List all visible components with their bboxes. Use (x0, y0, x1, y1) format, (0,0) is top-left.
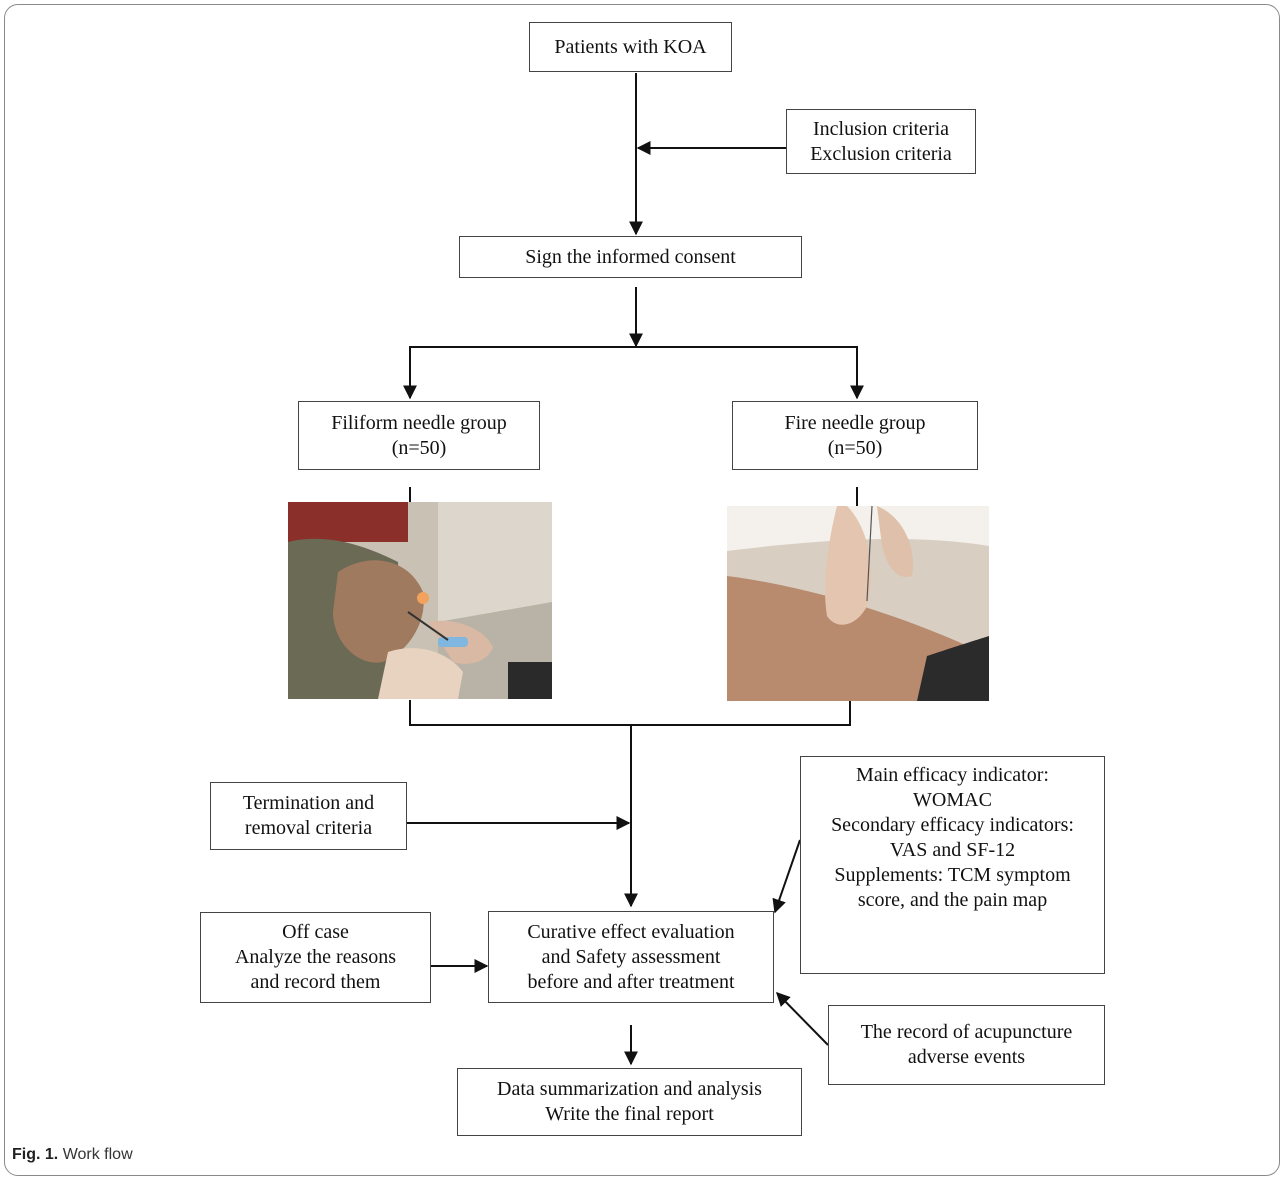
figure-caption-label: Fig. 1. (12, 1146, 59, 1163)
node-indicators: Main efficacy indicator: WOMAC Secondary… (800, 756, 1105, 974)
node-adverse-line2: adverse events (907, 1046, 1026, 1068)
node-evaluation-line1: Curative effect evaluation (527, 920, 735, 943)
filiform-needle-photo (288, 502, 552, 699)
node-criteria-line1: Inclusion criteria (812, 117, 950, 140)
node-patients-line1: Patients with KOA (554, 35, 707, 58)
node-adverse-line1: The record of acupuncture (860, 1021, 1073, 1043)
node-indicators-line1: Main efficacy indicator: (856, 764, 1049, 786)
arrow-adverse-to-evaluation (776, 992, 829, 1046)
node-filiform-line2: (n=50) (391, 436, 447, 459)
node-fire-line2: (n=50) (827, 436, 883, 459)
node-evaluation: Curative effect evaluation and Safety as… (488, 911, 774, 1003)
node-offcase-line2: Analyze the reasons (234, 946, 397, 968)
figure-caption-text: Work flow (62, 1146, 133, 1163)
node-indicators-line3: Secondary efficacy indicators: (831, 814, 1074, 836)
node-evaluation-line2: and Safety assessment (541, 945, 721, 968)
figure-caption: Fig. 1. Work flow (12, 1146, 133, 1164)
node-termination: Termination and removal criteria (210, 782, 407, 850)
node-indicators-line4: VAS and SF-12 (889, 839, 1016, 861)
node-offcase: Off case Analyze the reasons and record … (200, 912, 431, 1003)
node-adverse: The record of acupuncture adverse events (828, 1005, 1105, 1085)
node-criteria: Inclusion criteria Exclusion criteria (786, 109, 976, 174)
node-filiform: Filiform needle group (n=50) (298, 401, 540, 470)
node-consent-line1: Sign the informed consent (525, 245, 736, 268)
node-offcase-line1: Off case (282, 921, 349, 943)
node-filiform-line1: Filiform needle group (331, 411, 507, 434)
node-indicators-line2: WOMAC (913, 789, 992, 811)
merge-line (409, 700, 851, 726)
node-consent: Sign the informed consent (459, 236, 802, 278)
node-summary: Data summarization and analysis Write th… (457, 1068, 802, 1136)
arrow-indicators-to-evaluation (772, 839, 801, 914)
fire-needle-photo (727, 506, 989, 701)
node-indicators-line5: Supplements: TCM symptom (834, 864, 1071, 886)
node-patients: Patients with KOA (529, 22, 732, 72)
node-evaluation-line3: before and after treatment (527, 970, 735, 993)
node-criteria-line2: Exclusion criteria (810, 142, 952, 165)
node-fire: Fire needle group (n=50) (732, 401, 978, 470)
node-fire-line1: Fire needle group (784, 411, 926, 434)
node-termination-line1: Termination and (242, 792, 375, 814)
node-termination-line2: removal criteria (244, 817, 373, 839)
split-line (409, 346, 858, 398)
node-summary-line1: Data summarization and analysis (497, 1078, 762, 1100)
node-offcase-line3: and record them (250, 971, 381, 993)
node-indicators-line6: score, and the pain map (857, 889, 1048, 911)
node-summary-line2: Write the final report (545, 1103, 714, 1125)
